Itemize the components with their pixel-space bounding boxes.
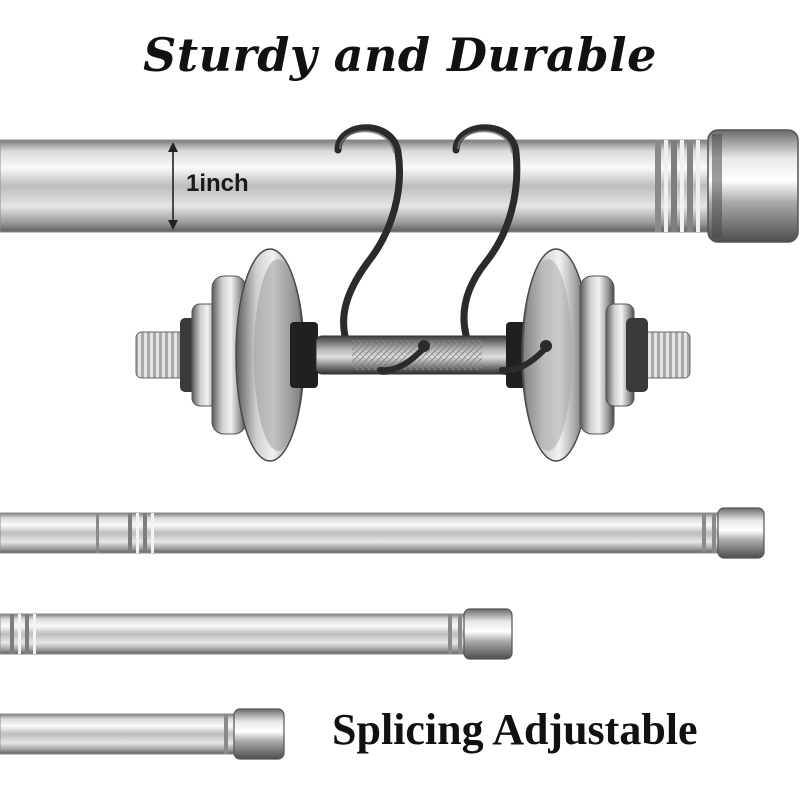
diameter-label: 1inch [186,170,249,197]
footer-splicing-adjustable: Splicing Adjustable [332,705,698,754]
headline-sturdy-and-durable: Sturdy and Durable [143,28,657,82]
dumbbell-left-plates [180,248,318,462]
rod-segment-short [0,708,285,760]
main-tension-rod [0,129,799,243]
rod-end-cap [707,129,799,243]
rod-segment-medium [0,608,513,660]
dumbbell-right-plates [506,248,648,462]
rod-collar-rings [655,140,700,232]
rod-segment-long [0,507,765,559]
diameter-indicator [168,142,178,230]
dumbbell [135,248,691,462]
